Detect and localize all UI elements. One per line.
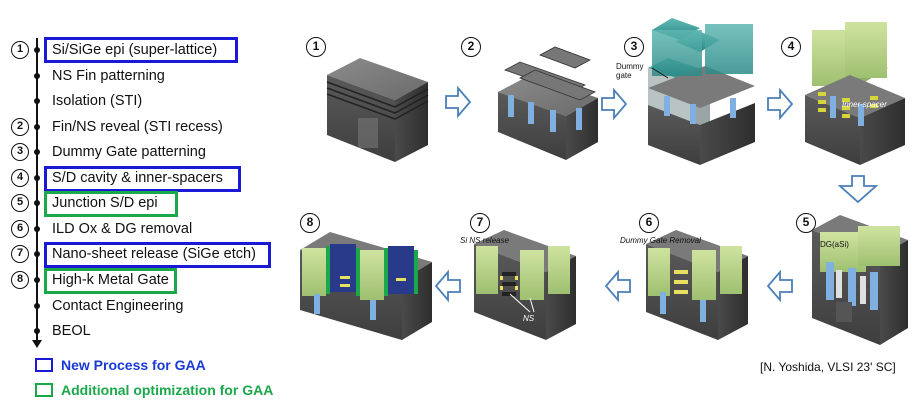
step-label: Isolation (STI): [52, 93, 143, 109]
timeline-dot: [34, 124, 40, 130]
step-label: Dummy Gate patterning: [52, 144, 206, 160]
timeline-dot: [34, 98, 40, 104]
timeline-dot: [34, 175, 40, 181]
step-marker-4: 4: [11, 169, 29, 187]
step-label: NS Fin patterning: [52, 68, 165, 84]
step-label: ILD Ox & DG removal: [52, 221, 193, 237]
step-marker-6: 6: [11, 220, 29, 238]
stage-marker-4: 4: [781, 37, 801, 57]
flow-arrow-1-2: [445, 85, 472, 119]
stage-7-diagram: [474, 230, 576, 340]
legend-green-label: Additional optimization for GAA: [61, 382, 274, 398]
timeline-dot: [34, 251, 40, 257]
timeline-dot: [34, 73, 40, 79]
highlight-box-step-6: [44, 166, 241, 192]
step-label: S/D cavity & inner-spacers: [52, 170, 223, 186]
legend-green-swatch: [35, 383, 53, 397]
stage-1-diagram: [326, 58, 429, 162]
stage-marker-6: 6: [639, 213, 659, 233]
timeline-line: [36, 38, 38, 344]
legend-blue-label: New Process for GAA: [61, 357, 206, 373]
stage-6-diagram: [646, 230, 748, 340]
stage-3-diagram: [648, 18, 755, 165]
step-label: Contact Engineering: [52, 298, 184, 314]
timeline-arrowhead: [32, 340, 42, 348]
timeline-dot: [34, 303, 40, 309]
stage-8-diagram: [300, 232, 432, 340]
stage-marker-3: 3: [624, 37, 644, 57]
timeline-dot: [34, 47, 40, 53]
step-marker-7: 7: [11, 245, 29, 263]
stage-marker-7: 7: [470, 213, 490, 233]
stage-4-diagram: [805, 22, 905, 165]
timeline-dot: [34, 149, 40, 155]
timeline-dot: [34, 200, 40, 206]
step-label: Fin/NS reveal (STI recess): [52, 119, 223, 135]
step-label: Nano-sheet release (SiGe etch): [52, 246, 256, 262]
flow-arrow-4-5: [837, 175, 879, 204]
stage-marker-2: 2: [461, 37, 481, 57]
annotation-ns: NS: [523, 314, 535, 323]
legend-blue-swatch: [35, 358, 53, 372]
step-marker-2: 2: [11, 118, 29, 136]
step-marker-5: 5: [11, 194, 29, 212]
flow-arrow-6-7: [604, 269, 631, 303]
annotation-dummy-gate: Dummy gate: [616, 62, 644, 80]
step-label: High-k Metal Gate: [52, 272, 169, 288]
highlight-box-step-10: [44, 268, 177, 294]
highlight-box-step-9: [44, 242, 271, 268]
annotation-dg-asi: DG(aSi): [820, 240, 849, 249]
step-marker-3: 3: [11, 143, 29, 161]
step-marker-8: 8: [11, 271, 29, 289]
step-label: Si/SiGe epi (super-lattice): [52, 42, 218, 58]
step-label: BEOL: [52, 323, 91, 339]
flow-arrow-2-3: [601, 87, 628, 121]
annotation-inner-spacer: Inner-spacer: [842, 100, 887, 109]
timeline-dot: [34, 226, 40, 232]
highlight-box-step-7: [44, 191, 178, 217]
flow-arrow-5-6: [766, 269, 793, 303]
stage-marker-1: 1: [306, 37, 326, 57]
citation: [N. Yoshida, VLSI 23' SC]: [760, 360, 896, 374]
stage-5-diagram: [812, 215, 908, 345]
annotation-dummy-gate-removal: Dummy Gate Removal: [620, 236, 701, 245]
annotation-si-ns-release: Si NS release: [460, 236, 509, 245]
flow-arrow-7-8: [434, 269, 461, 303]
stage-marker-5: 5: [796, 213, 816, 233]
step-marker-1: 1: [11, 41, 29, 59]
step-label: Junction S/D epi: [52, 195, 158, 211]
timeline-dot: [34, 328, 40, 334]
highlight-box-step-1: [44, 37, 238, 63]
stage-marker-8: 8: [300, 213, 320, 233]
flow-arrow-3-4: [767, 87, 794, 121]
timeline-dot: [34, 277, 40, 283]
stage-2-diagram: [498, 46, 598, 160]
